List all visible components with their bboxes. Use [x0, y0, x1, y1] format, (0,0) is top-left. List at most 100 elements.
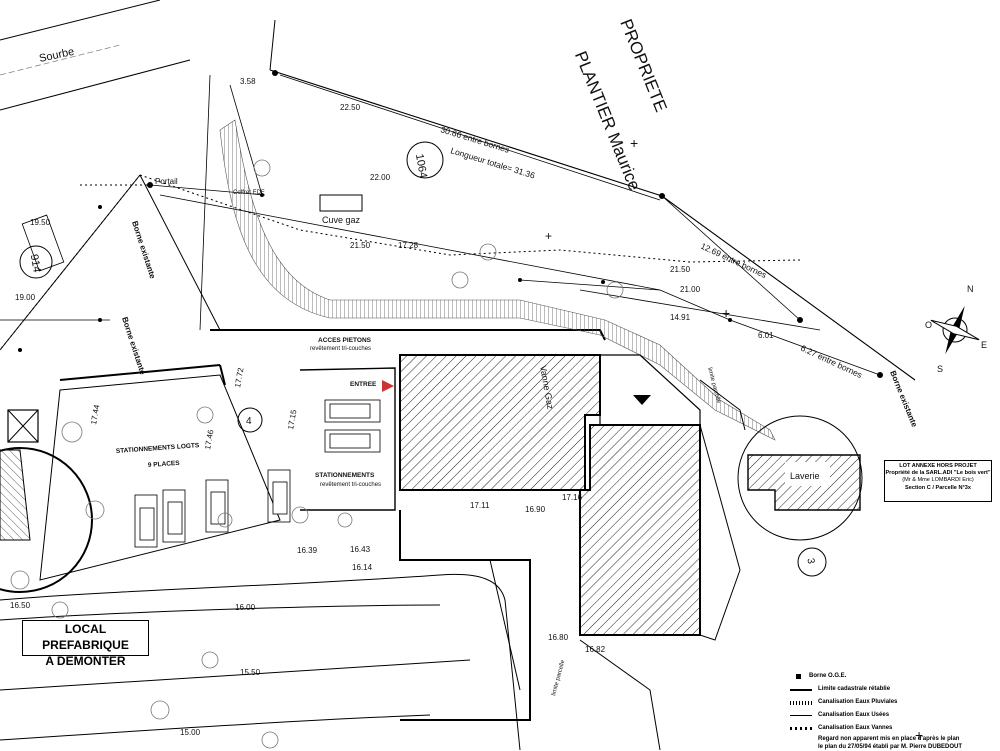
- north-compass-icon: N S E O: [925, 284, 987, 374]
- lot-title: LOT ANNEXE HORS PROJET: [899, 463, 977, 469]
- distance-label: Longueur totale= 31.36: [449, 145, 536, 180]
- svg-text:19.00: 19.00: [15, 293, 36, 302]
- detail-circle: [0, 447, 93, 593]
- svg-text:22.00: 22.00: [370, 173, 391, 182]
- owner-name: PLANTIER Maurice: [571, 48, 644, 193]
- svg-text:17.28: 17.28: [398, 241, 419, 250]
- street-sourbe: Sourbe: [0, 0, 191, 111]
- contour-lines: [0, 573, 521, 750]
- trees: [10, 159, 624, 749]
- svg-text:14.91: 14.91: [670, 313, 691, 322]
- svg-text:16.82: 16.82: [585, 645, 606, 654]
- svg-text:17.16: 17.16: [562, 493, 583, 502]
- contour-labels: 22.50 22.00 21.50 21.50 21.00 16.00 15.5…: [10, 77, 774, 737]
- local-line-2: A DEMONTER: [45, 654, 126, 668]
- nine-places: 9 PLACES: [148, 460, 181, 469]
- crosshair-mark: +: [545, 229, 552, 243]
- gas-tank: [319, 194, 363, 212]
- laverie-detail: Laverie: [737, 415, 863, 541]
- distance-label: 6.27 entre bornes: [799, 343, 864, 380]
- svg-text:17.44: 17.44: [89, 404, 101, 426]
- building-south: [579, 424, 701, 636]
- svg-text:S: S: [937, 364, 943, 374]
- entree-label: ENTREE: [350, 381, 377, 388]
- gas-tank-label: Cuve gaz: [322, 215, 361, 225]
- legend-note: Regard non apparent mis en place d'après…: [818, 736, 963, 750]
- crosshair-mark: +: [630, 135, 638, 151]
- svg-text:16.14: 16.14: [352, 563, 373, 572]
- parcel-circle-4: 4: [237, 407, 263, 433]
- dots-icon: [790, 727, 812, 730]
- svg-text:15.50: 15.50: [240, 668, 261, 677]
- borne-existante-1: Borne existante: [130, 220, 157, 280]
- borne-existante-2: Borne existante: [120, 316, 147, 376]
- altitude-labels: 17.11 16.90 17.16 16.80 16.82 16.39 16.4…: [89, 367, 605, 654]
- revetement-2: revêtement tri-couches: [320, 482, 381, 488]
- parking-spaces: [134, 469, 291, 548]
- lower-boundaries: [399, 379, 746, 750]
- legend-row: Canalisation Eaux Pluviales: [790, 696, 995, 709]
- lot-line-2: (Mr & Mme LOMBARDI Eric): [902, 476, 974, 483]
- borne-existante-3: Borne existante: [888, 369, 919, 429]
- legend-row: Limite cadastrale rétablie: [790, 683, 995, 696]
- line-icon: [790, 688, 812, 691]
- parcel-circle-3: 3: [797, 547, 827, 577]
- survey-points: [18, 70, 883, 378]
- acces-pietons: ACCES PIETONS: [318, 337, 372, 344]
- parking-area: [39, 374, 281, 581]
- building-west: [0, 449, 31, 541]
- svg-text:4: 4: [246, 416, 252, 427]
- parcel-circle-1064: 1064: [406, 141, 444, 179]
- svg-text:17.46: 17.46: [203, 429, 215, 451]
- stationnements-logts: STATIONNEMENTS LOGTS: [116, 442, 200, 455]
- svg-text:17.11: 17.11: [470, 501, 490, 510]
- legend-row: Canalisation Eaux Usées: [790, 709, 995, 722]
- legend: Borne O.G.E. Limite cadastrale rétablie …: [790, 670, 995, 751]
- local-line-1: LOCAL PREFABRIQUE: [42, 622, 129, 652]
- legend-row: Borne O.G.E.: [790, 670, 995, 683]
- building-main: [399, 354, 601, 491]
- lot-annexe-box: LOT ANNEXE HORS PROJET Propriété de la S…: [884, 460, 992, 502]
- coffret-edf-label: Coffret EDF: [233, 190, 265, 196]
- svg-text:3.58: 3.58: [240, 77, 256, 86]
- svg-text:N: N: [967, 284, 974, 294]
- car-left: [21, 214, 65, 272]
- parcel-circle-914: 914: [19, 245, 53, 279]
- stationnements: STATIONNEMENTS: [315, 472, 375, 479]
- parking-cars-right: [324, 399, 381, 453]
- svg-text:16.39: 16.39: [297, 546, 318, 555]
- revetement-1: revêtement tri-couches: [310, 346, 371, 352]
- lot-line-1: Propriété de la SARL.ADI "Le bois vert": [885, 469, 991, 476]
- svg-text:3: 3: [804, 557, 816, 565]
- svg-text:17.15: 17.15: [286, 409, 298, 431]
- line-icon: [790, 715, 812, 716]
- svg-text:16.00: 16.00: [235, 603, 256, 612]
- svg-text:22.50: 22.50: [340, 103, 361, 112]
- limite-parcelle-2: limite parcelle: [551, 659, 566, 697]
- hatch-icon: [790, 700, 812, 705]
- svg-text:914: 914: [28, 253, 43, 273]
- svg-text:16.43: 16.43: [350, 545, 371, 554]
- down-arrow-icon: [633, 395, 651, 405]
- distance-label: 12.69 entre bornes: [699, 241, 768, 280]
- borne-icon: [796, 674, 801, 679]
- crosshair-mark: +: [915, 727, 923, 743]
- building-upper-right: [599, 354, 701, 426]
- svg-text:1064: 1064: [413, 153, 429, 179]
- street-name: Sourbe: [38, 46, 75, 65]
- entrance-arrow-icon: [382, 380, 394, 392]
- svg-text:Laverie: Laverie: [790, 471, 820, 481]
- svg-text:15.00: 15.00: [180, 728, 201, 737]
- local-prefabrique-box: LOCAL PREFABRIQUE A DEMONTER: [22, 620, 149, 668]
- svg-text:21.50: 21.50: [670, 265, 691, 274]
- svg-text:16.50: 16.50: [10, 601, 31, 610]
- utility-lines: [0, 174, 801, 351]
- svg-text:E: E: [981, 340, 987, 350]
- crosshair-mark: +: [722, 305, 730, 321]
- lot-line-3: Section C / Parcelle N°3x: [905, 485, 971, 492]
- svg-text:16.80: 16.80: [548, 633, 569, 642]
- svg-text:16.90: 16.90: [525, 505, 546, 514]
- legend-row: Canalisation Eaux Vannes: [790, 722, 995, 735]
- svg-text:17.72: 17.72: [233, 367, 245, 389]
